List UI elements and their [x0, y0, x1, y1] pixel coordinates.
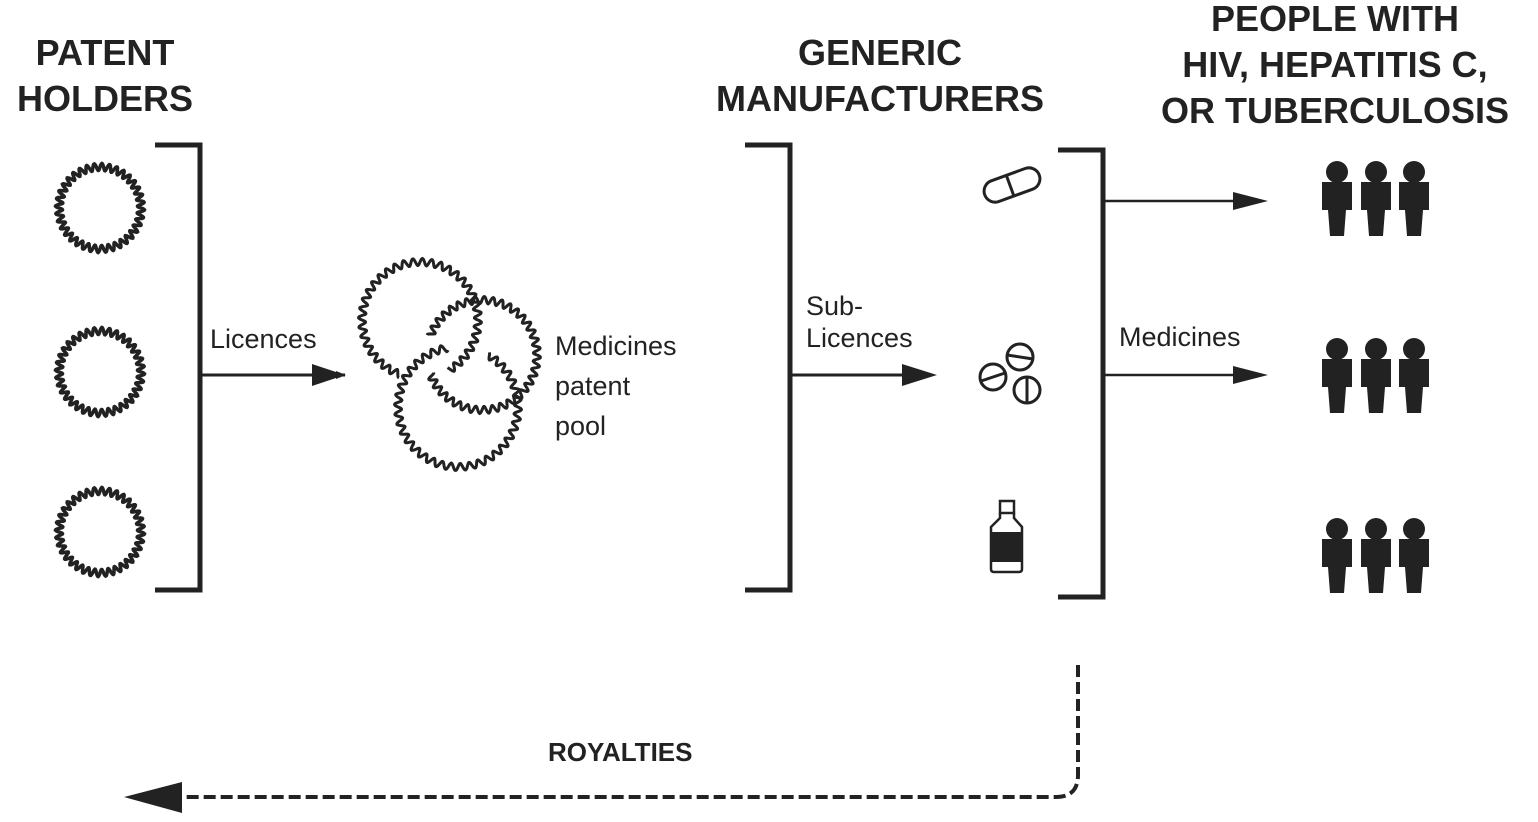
medicines-arrowhead-top [1233, 192, 1268, 210]
generic-manufacturers-header: GENERIC MANUFACTURERS [690, 30, 1070, 122]
people-group [1322, 518, 1429, 593]
person-icon [1399, 518, 1429, 593]
wavy-circle-icon [53, 161, 147, 255]
royalties-label: ROYALTIES [548, 737, 693, 767]
sub-licences-label: Sub- Licences [806, 290, 913, 354]
label-line: Medicines [555, 331, 677, 361]
patent-pool-bracket [745, 142, 793, 593]
people-groups [1322, 161, 1429, 593]
header-line: GENERIC [797, 32, 963, 73]
interlocked-rings-icon [357, 256, 542, 472]
royalties-arrowhead [124, 782, 182, 813]
header-line: OR TUBERCULOSIS [1160, 90, 1509, 131]
people-group [1322, 338, 1429, 413]
person-icon [1322, 161, 1352, 236]
patent-holders-header: PATENT HOLDERS [0, 30, 210, 122]
generic-manufacturers-bracket [1058, 147, 1106, 600]
person-icon [1399, 161, 1429, 236]
person-icon [1361, 518, 1391, 593]
person-icon [1322, 518, 1352, 593]
sub-licences-arrowhead [902, 364, 937, 386]
royalties-arrow [180, 665, 1080, 799]
people-header: PEOPLE WITH HIV, HEPATITIS C, OR TUBERCU… [1135, 0, 1535, 134]
people-group [1322, 161, 1429, 236]
label-line: Licences [806, 323, 913, 353]
patent-holders-icons [53, 161, 147, 579]
label-line: patent [555, 371, 631, 401]
person-icon [1322, 338, 1352, 413]
person-icon [1399, 338, 1429, 413]
capsule-icon [982, 166, 1042, 204]
header-line: PEOPLE WITH [1210, 0, 1459, 39]
medicines-arrowhead-middle [1233, 366, 1268, 384]
header-line: PATENT [35, 32, 175, 73]
label-line: pool [555, 411, 607, 441]
header-line: MANUFACTURERS [716, 78, 1044, 119]
wavy-circle-icon [53, 485, 147, 579]
wavy-circle-icon [53, 325, 147, 419]
label-line: Sub- [806, 291, 864, 321]
licences-label: Licences [210, 324, 317, 354]
patent-holders-bracket [155, 142, 203, 593]
header-line: HOLDERS [16, 78, 193, 119]
header-line: HIV, HEPATITIS C, [1182, 44, 1488, 85]
person-icon [1361, 161, 1391, 236]
tablets-icon [978, 342, 1042, 405]
bottle-icon [989, 499, 1024, 574]
patent-pool-label: Medicines patent pool [555, 326, 677, 446]
licences-arrowhead [312, 364, 345, 386]
person-icon [1361, 338, 1391, 413]
medicines-label: Medicines [1119, 322, 1241, 352]
